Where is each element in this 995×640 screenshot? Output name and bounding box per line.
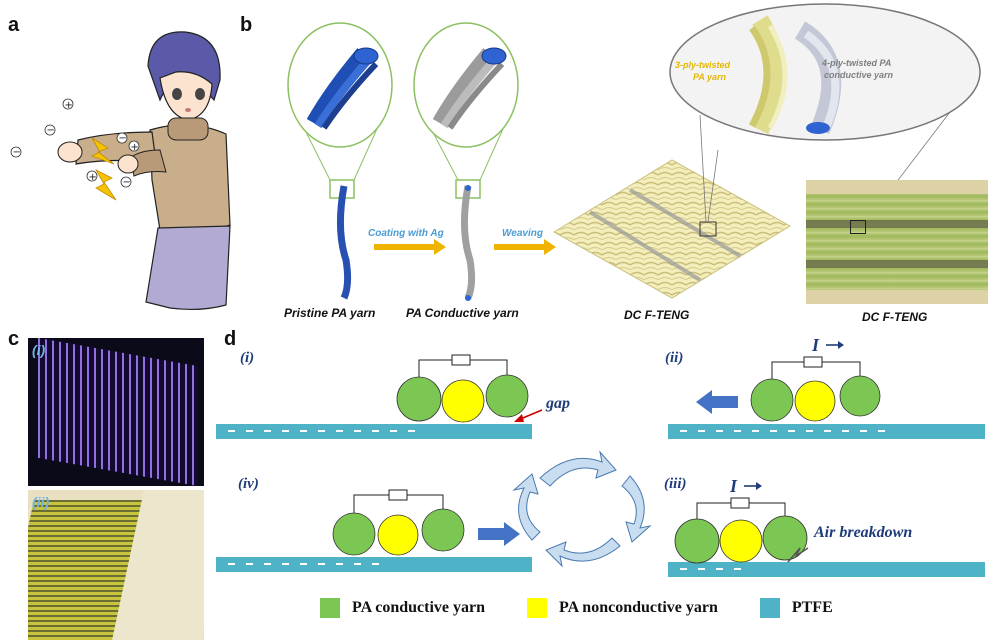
fabric-photo: [806, 180, 988, 304]
label-current-iii: I: [730, 476, 738, 496]
legend-swatch-ptfe: [759, 598, 780, 618]
woven-fabric: [553, 159, 791, 299]
label-current-ii: I: [812, 335, 820, 355]
legend-swatch-conductive: [320, 598, 340, 618]
conductive-yarn-circle: [396, 376, 442, 422]
label-step-coating: Coating with Ag: [368, 228, 444, 239]
4-ply-yarn-closeup: [794, 21, 842, 134]
pristine-yarn-closeup: [306, 47, 379, 130]
stage-ii: [668, 341, 985, 439]
cycle-arrows: [512, 450, 652, 568]
spark-icon: [90, 137, 115, 165]
conductive-yarn-circle: [421, 508, 465, 552]
label-d-ii: (ii): [665, 350, 684, 366]
legend-label: PTFE: [791, 599, 833, 616]
svg-text:−: −: [119, 133, 127, 144]
label-step-weaving: Weaving: [502, 228, 543, 239]
person-arm-right: [129, 149, 167, 177]
label-3-ply-line1: 3-ply-twisted: [675, 60, 731, 70]
3-ply-yarn-closeup: [748, 15, 788, 135]
pristine-yarn: [336, 185, 352, 300]
label-d-iii: (iii): [664, 476, 687, 492]
label-c-i: (i): [32, 342, 46, 358]
legend-swatch-nonconductive: [527, 598, 548, 618]
nonconductive-yarn-circle: [794, 380, 836, 422]
svg-text:+: +: [89, 172, 97, 183]
nonconductive-yarn-circle: [441, 379, 485, 423]
person-face: [159, 71, 213, 121]
stage-iv: [216, 489, 532, 572]
svg-text:−: −: [47, 125, 55, 136]
discharge-icon: [787, 547, 809, 563]
panel-letter-d: d: [224, 328, 237, 350]
conductive-yarn-circle: [485, 374, 529, 418]
charge-symbols: + − − − + + −: [10, 98, 140, 188]
label-pristine-yarn: Pristine PA yarn: [284, 306, 376, 320]
svg-text:−: −: [13, 147, 21, 158]
legend-label: PA conductive yarn: [352, 599, 486, 616]
stage-iii: [668, 482, 985, 577]
nonconductive-yarn-circle: [719, 519, 763, 563]
conductive-yarn-circle: [839, 375, 881, 417]
legend-item-nonconductive: PA nonconductive yarn: [527, 598, 718, 618]
conductive-yarn-circle: [332, 512, 376, 556]
nonconductive-yarn-circle: [377, 514, 419, 556]
panel-letter-c: c: [8, 328, 20, 350]
svg-text:+: +: [65, 100, 73, 111]
panel-letter-b: b: [240, 14, 253, 36]
legend-item-conductive: PA conductive yarn: [320, 598, 485, 618]
conductive-yarn: [460, 185, 476, 300]
panel-letter-a: a: [8, 14, 20, 36]
label-air-breakdown: Air breakdown: [814, 524, 913, 541]
conductive-yarn-closeup: [432, 47, 507, 130]
svg-text:+: +: [131, 142, 139, 153]
spark-icon: [94, 169, 117, 201]
label-4-ply-line1: 4-ply-twisted PA: [822, 58, 892, 68]
label-gap: gap: [546, 395, 570, 412]
photo-fabric-sample: [28, 490, 204, 640]
legend: PA conductive yarn PA nonconductive yarn…: [320, 598, 875, 618]
conductive-yarn-circle: [762, 515, 808, 561]
svg-text:−: −: [123, 177, 131, 188]
person-jeans: [145, 225, 231, 311]
photo-discharge: [28, 338, 204, 486]
label-conductive-yarn: PA Conductive yarn: [406, 306, 519, 320]
arrow-weaving: [494, 239, 556, 255]
label-d-iv: (iv): [238, 476, 259, 492]
label-d-i: (i): [240, 350, 255, 366]
move-left-arrow: [696, 390, 738, 414]
panel-b-schematic: [287, 3, 981, 301]
ptfe-layer: [668, 562, 985, 577]
conductive-yarn-circle: [674, 518, 720, 564]
label-c-ii: (ii): [32, 494, 50, 510]
move-right-arrow: [478, 522, 520, 546]
panel-a-illustration: + − − − + + −: [10, 31, 231, 311]
stage-i: [216, 354, 543, 439]
arrow-coating: [374, 239, 446, 255]
legend-item-ptfe: PTFE: [759, 598, 833, 618]
label-fabric: DC F-TENG: [624, 308, 690, 322]
label-4-ply-line2: conductive yarn: [824, 70, 894, 80]
label-fabric-photo: DC F-TENG: [862, 310, 928, 324]
label-3-ply-line2: PA yarn: [693, 72, 727, 82]
conductive-yarn-circle: [750, 378, 794, 422]
legend-label: PA nonconductive yarn: [559, 599, 718, 616]
